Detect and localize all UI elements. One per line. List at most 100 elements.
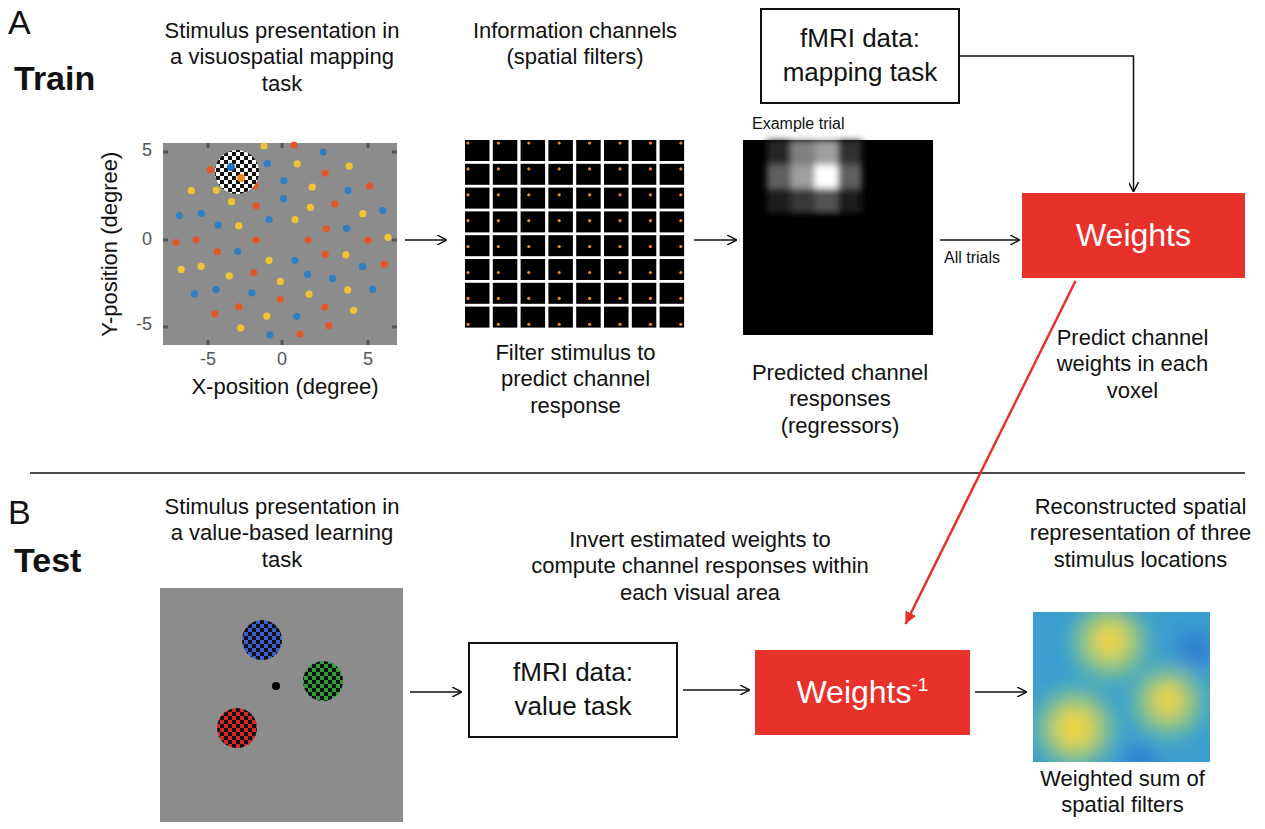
response-cell bbox=[791, 189, 815, 213]
reconstruction-map bbox=[1033, 612, 1210, 762]
axis-label: 5 bbox=[128, 140, 152, 162]
dot bbox=[211, 310, 218, 317]
filter-cell bbox=[632, 235, 657, 256]
filter-cell bbox=[493, 283, 518, 304]
dot bbox=[364, 237, 371, 244]
fixation-dot bbox=[272, 682, 280, 690]
filter-center bbox=[527, 193, 530, 196]
filter-center bbox=[497, 271, 500, 274]
box-text: Weights bbox=[1076, 217, 1191, 253]
filter-center bbox=[558, 297, 561, 300]
filter-center bbox=[649, 167, 652, 170]
filter-cell bbox=[576, 283, 601, 304]
dot bbox=[264, 160, 271, 167]
response-cell bbox=[767, 140, 791, 164]
dot bbox=[237, 324, 244, 331]
dot bbox=[237, 174, 245, 182]
dot bbox=[343, 225, 350, 232]
filter-center bbox=[588, 245, 591, 248]
caption: Predicted channel responses (regressors) bbox=[740, 360, 940, 439]
filter-cell bbox=[604, 235, 629, 256]
dot bbox=[322, 170, 329, 177]
filter-center bbox=[618, 271, 621, 274]
response-cell bbox=[814, 189, 838, 213]
connector bbox=[960, 56, 1134, 191]
filter-center bbox=[649, 297, 652, 300]
filter-cell bbox=[632, 188, 657, 209]
filter-cell bbox=[548, 307, 573, 328]
dot bbox=[280, 177, 287, 184]
dot bbox=[207, 166, 214, 173]
filter-center bbox=[497, 297, 500, 300]
filter-cell bbox=[576, 188, 601, 209]
filter-cell bbox=[465, 188, 490, 209]
divider bbox=[30, 472, 1245, 474]
filter-center bbox=[649, 271, 652, 274]
axis-label: -5 bbox=[188, 349, 228, 371]
axis-label: 0 bbox=[262, 349, 302, 371]
filter-cell bbox=[660, 211, 685, 232]
filter-cell bbox=[521, 211, 546, 232]
filter-cell bbox=[632, 259, 657, 280]
dot bbox=[329, 275, 336, 282]
filter-cell bbox=[576, 211, 601, 232]
caption: Stimulus presentation in a value-based l… bbox=[162, 494, 402, 573]
dot bbox=[291, 216, 298, 223]
filter-center bbox=[466, 323, 469, 326]
filter-cell bbox=[576, 235, 601, 256]
dot bbox=[384, 234, 391, 241]
caption: Predict channel weights in each voxel bbox=[1045, 325, 1220, 404]
caption: Stimulus presentation in a visuospatial … bbox=[157, 18, 407, 97]
filter-cell bbox=[465, 211, 490, 232]
filter-center bbox=[679, 141, 682, 144]
axis-label: -5 bbox=[128, 314, 152, 336]
dot bbox=[227, 163, 235, 171]
dot bbox=[228, 198, 235, 205]
checkerboard-stimulus bbox=[215, 150, 259, 194]
filter-cell bbox=[548, 164, 573, 185]
filter-cell bbox=[548, 140, 573, 161]
filter-cell bbox=[632, 140, 657, 161]
dot bbox=[294, 160, 301, 167]
superscript: -1 bbox=[911, 674, 928, 695]
filter-center bbox=[527, 219, 530, 222]
response-cell bbox=[767, 164, 791, 188]
axis-label: 5 bbox=[348, 349, 388, 371]
caption: Filter stimulus to predict channel respo… bbox=[468, 340, 683, 419]
filter-cell bbox=[465, 307, 490, 328]
dot bbox=[323, 225, 330, 232]
dot bbox=[191, 290, 198, 297]
filter-cell bbox=[521, 140, 546, 161]
filter-center bbox=[466, 297, 469, 300]
filter-center bbox=[679, 297, 682, 300]
stimulus-screen bbox=[163, 143, 397, 345]
filter-cell bbox=[521, 235, 546, 256]
filter-center bbox=[527, 271, 530, 274]
dot bbox=[277, 278, 284, 285]
filter-center bbox=[527, 323, 530, 326]
filter-cell bbox=[493, 259, 518, 280]
dot bbox=[250, 269, 257, 276]
red-checkerboard bbox=[217, 708, 257, 748]
filter-cell bbox=[660, 188, 685, 209]
filter-cell bbox=[604, 140, 629, 161]
filter-cell bbox=[660, 259, 685, 280]
response-cell bbox=[814, 140, 838, 164]
filter-cell bbox=[521, 188, 546, 209]
response-cell bbox=[838, 189, 862, 213]
filter-center bbox=[588, 193, 591, 196]
filter-cell bbox=[632, 307, 657, 328]
dot bbox=[342, 251, 349, 258]
dot bbox=[248, 289, 255, 296]
filter-cell bbox=[521, 307, 546, 328]
filter-center bbox=[497, 219, 500, 222]
filter-cell bbox=[660, 140, 685, 161]
data-box: fMRI data: value task bbox=[468, 642, 678, 738]
filter-center bbox=[558, 271, 561, 274]
filter-center bbox=[649, 245, 652, 248]
dot bbox=[304, 236, 311, 243]
filter-center bbox=[679, 167, 682, 170]
flow-arrows bbox=[405, 240, 1026, 692]
dot bbox=[359, 263, 366, 270]
response-cell bbox=[814, 164, 838, 188]
